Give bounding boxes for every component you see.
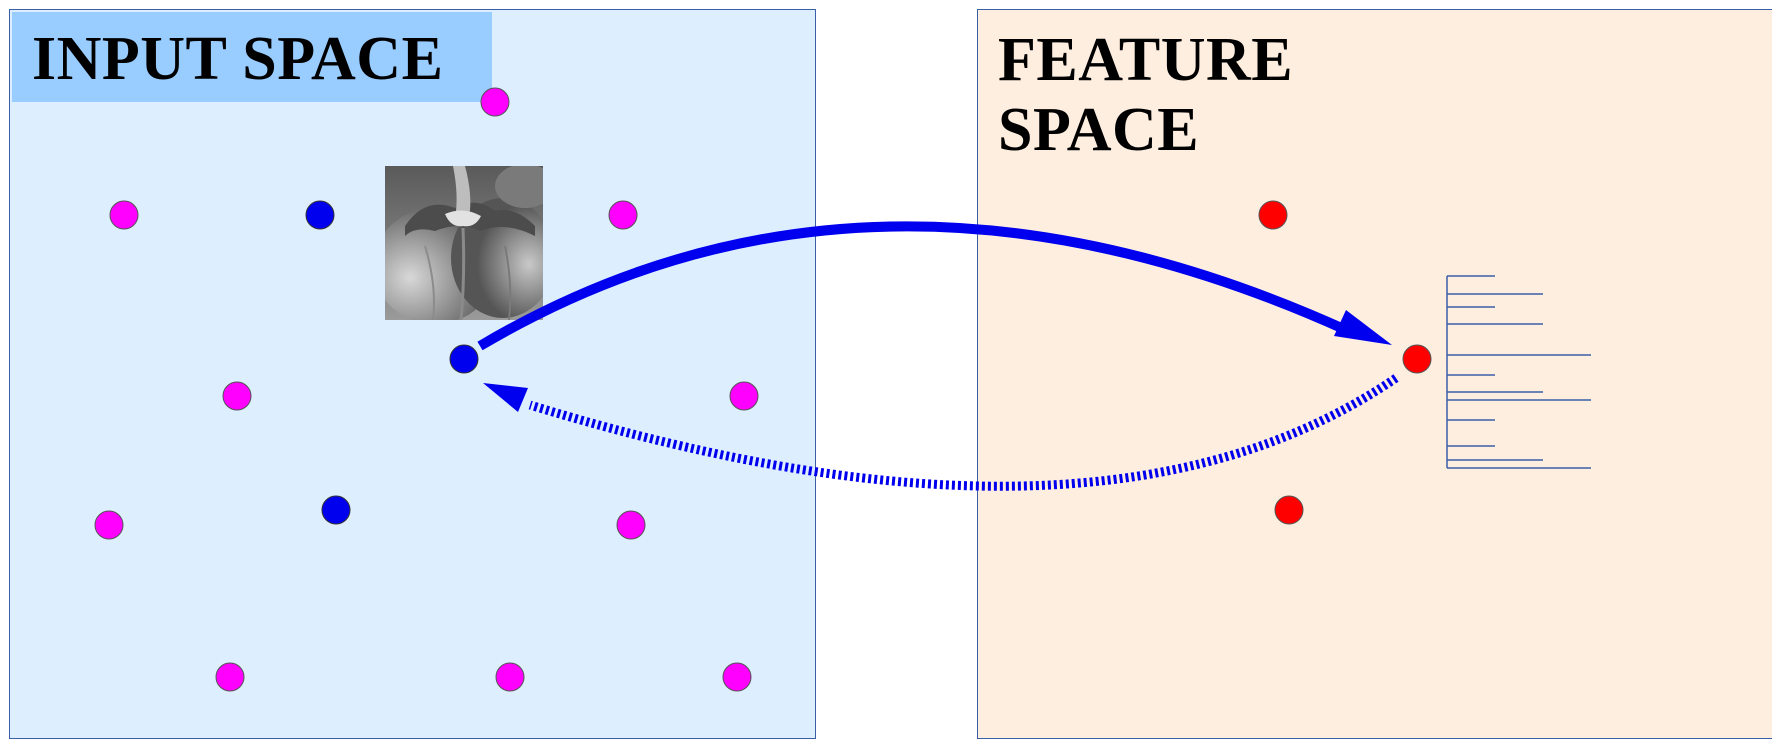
input-space-panel <box>9 9 816 739</box>
inverse-mapping-arrow <box>528 374 1399 491</box>
magenta-point <box>608 200 638 230</box>
forward-arrowhead <box>1334 310 1392 345</box>
magenta-point <box>109 200 139 230</box>
pepper-photo-icon <box>385 166 543 320</box>
input-space-title-box <box>12 12 492 102</box>
red-point <box>1258 200 1288 230</box>
blue-point <box>449 344 479 374</box>
magenta-point <box>94 510 124 540</box>
red-point <box>1402 344 1432 374</box>
magenta-point <box>729 381 759 411</box>
magenta-point <box>480 87 510 117</box>
feature-space-panel <box>977 9 1772 739</box>
blue-point <box>321 495 351 525</box>
inverse-arrowhead <box>483 383 528 412</box>
magenta-point <box>215 662 245 692</box>
feature-vector-bars-icon <box>1446 275 1591 469</box>
blue-point <box>305 200 335 230</box>
magenta-point <box>616 510 646 540</box>
feature-space-title-line2: SPACE <box>998 96 1200 164</box>
magenta-point <box>495 662 525 692</box>
feature-space-points <box>1258 200 1432 525</box>
feature-space-title: FEATURE SPACE <box>998 25 1358 165</box>
magenta-point <box>222 381 252 411</box>
red-point <box>1274 495 1304 525</box>
magenta-point <box>722 662 752 692</box>
input-space-title: INPUT SPACE <box>32 25 444 93</box>
forward-mapping-arrow <box>477 221 1349 351</box>
input-space-points <box>94 87 759 692</box>
feature-space-title-line1: FEATURE <box>998 26 1294 94</box>
